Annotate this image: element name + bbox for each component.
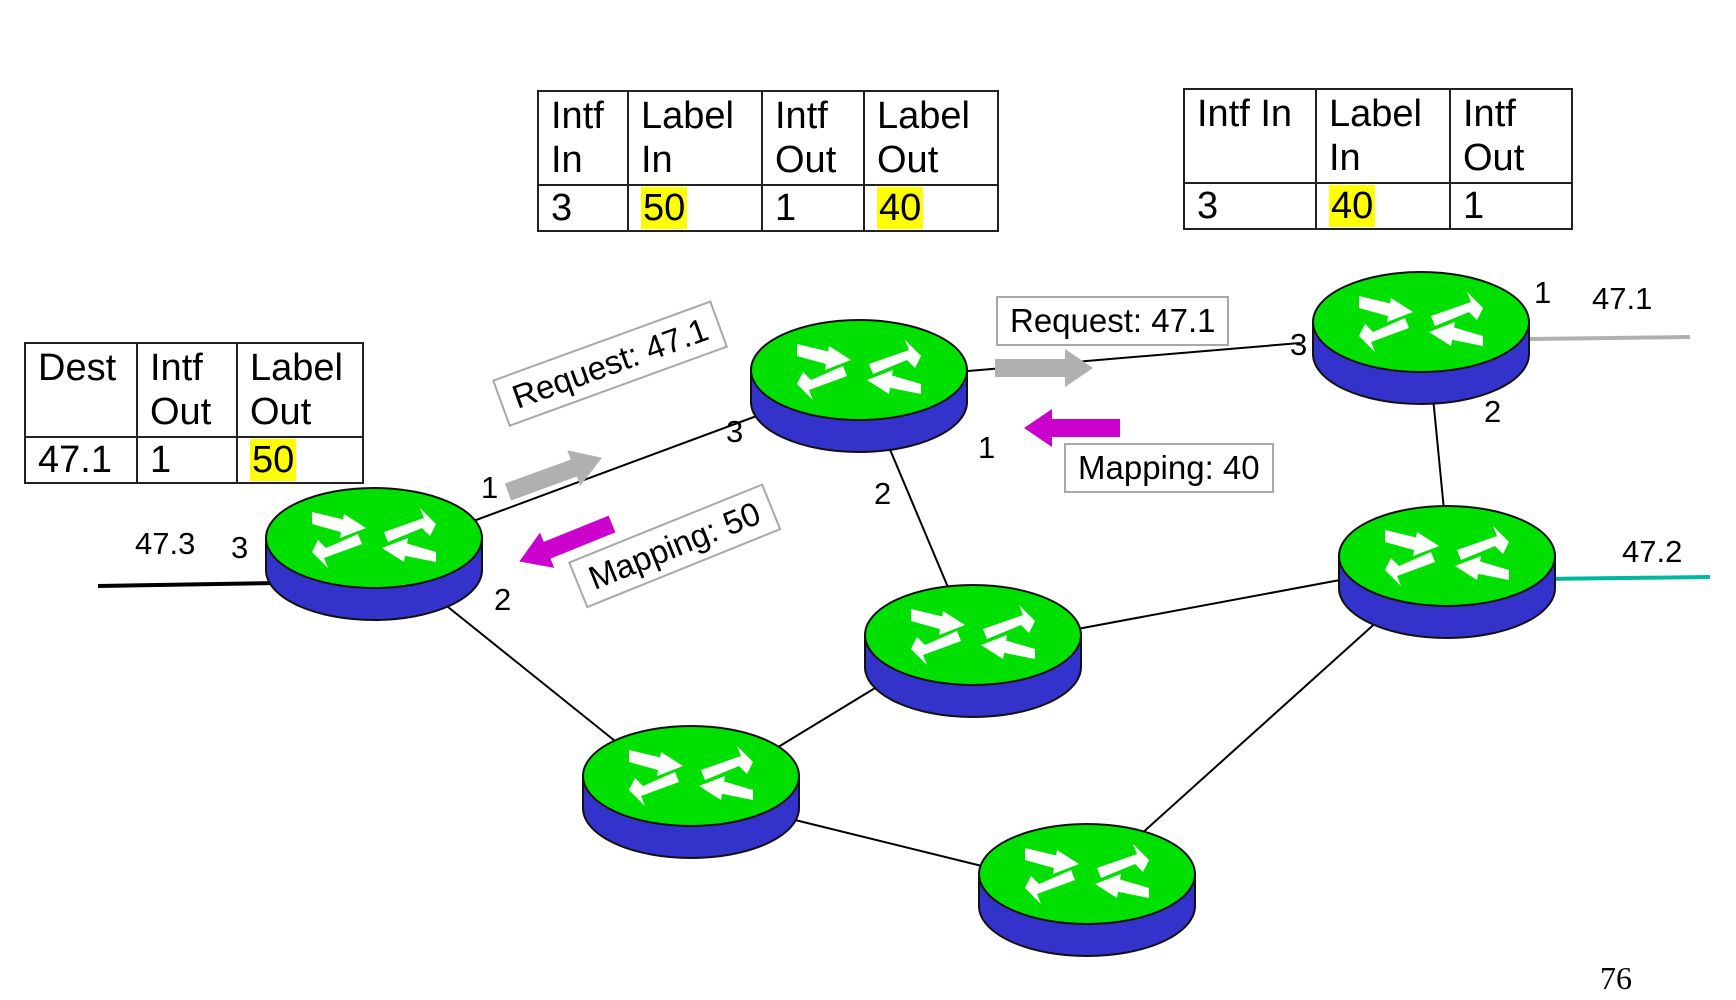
interface-label: 2 — [494, 582, 512, 617]
table-cell: 1 — [1449, 182, 1573, 230]
link-r1-r6 — [447, 606, 621, 746]
interface-label: 2 — [1484, 394, 1502, 429]
ingress-label-table: Dest Intf Out Label Out 47.1 1 50 — [24, 342, 364, 484]
link-r6-r7 — [794, 819, 991, 869]
table-cell: 3 — [1183, 182, 1317, 230]
table-cell: 1 — [136, 436, 238, 484]
column-header: Intf In — [537, 90, 629, 186]
link-r1-r2 — [467, 413, 763, 524]
interface-label: 3 — [726, 414, 744, 449]
router-icon-r2 — [750, 319, 968, 453]
highlighted-label: 50 — [250, 439, 297, 481]
table-cell: 50 — [236, 436, 364, 484]
egress-label-table: Intf In Label In Intf Out 3 40 1 — [1183, 88, 1573, 230]
interface-label: 3 — [231, 530, 249, 565]
column-header: Label In — [1315, 88, 1451, 184]
link-r5-r6 — [769, 684, 881, 753]
network-label-47-3: 47.3 — [135, 526, 196, 561]
interface-label: 1 — [1534, 275, 1552, 310]
table-row: 47.1 1 50 — [24, 436, 364, 484]
table-header-row: Intf In Label In Intf Out — [1183, 88, 1573, 184]
column-header: Intf In — [1183, 88, 1317, 184]
highlighted-label: 40 — [877, 187, 924, 229]
interface-label: 2 — [874, 476, 892, 511]
table-cell: 1 — [761, 184, 865, 232]
table-row: 3 50 1 40 — [537, 184, 999, 232]
link-r2-r5 — [885, 439, 951, 593]
network-label-47-2: 47.2 — [1622, 534, 1683, 569]
highlighted-label: 40 — [1329, 185, 1376, 227]
column-header: Intf Out — [136, 342, 238, 438]
router-icon-r4 — [1338, 505, 1556, 639]
table-cell: 40 — [863, 184, 999, 232]
mapping-message-right: Mapping: 40 — [1064, 443, 1274, 493]
table-header-row: Dest Intf Out Label Out — [24, 342, 364, 438]
interface-label: 1 — [978, 430, 996, 465]
table-cell: 47.1 — [24, 436, 138, 484]
interface-label: 1 — [481, 470, 499, 505]
request-arrow-left-icon — [504, 450, 602, 501]
column-header: Dest — [24, 342, 138, 438]
link-net-47-1 — [1529, 335, 1691, 341]
router-icon-r1 — [265, 487, 483, 621]
column-header: Label In — [627, 90, 763, 186]
link-r3-r4 — [1431, 386, 1445, 511]
page-number: 76 — [1600, 960, 1632, 996]
link-r4-r5 — [1071, 579, 1341, 631]
table-cell: 40 — [1315, 182, 1451, 230]
table-header-row: Intf In Label In Intf Out Label Out — [537, 90, 999, 186]
router-icon-r3 — [1312, 271, 1530, 405]
table-row: 3 40 1 — [1183, 182, 1573, 230]
table-cell: 50 — [627, 184, 763, 232]
request-arrow-right-icon — [995, 349, 1093, 387]
highlighted-label: 50 — [641, 187, 688, 229]
router-icon-r6 — [582, 725, 800, 859]
mapping-arrow-right-icon — [1024, 409, 1120, 447]
transit-label-table: Intf In Label In Intf Out Label Out 3 50… — [537, 90, 999, 232]
link-r4-r7 — [1139, 609, 1391, 836]
network-label-47-1: 47.1 — [1592, 281, 1653, 316]
column-header: Label Out — [863, 90, 999, 186]
router-icon-r5 — [864, 584, 1082, 718]
link-net-47-2 — [1539, 575, 1711, 581]
link-net-47-3 — [97, 581, 279, 588]
column-header: Label Out — [236, 342, 364, 438]
table-cell: 3 — [537, 184, 629, 232]
request-message-right: Request: 47.1 — [996, 296, 1230, 346]
mapping-arrow-left-icon — [519, 515, 616, 568]
column-header: Intf Out — [1449, 88, 1573, 184]
router-icon-r7 — [978, 823, 1196, 957]
interface-label: 3 — [1290, 327, 1308, 362]
column-header: Intf Out — [761, 90, 865, 186]
